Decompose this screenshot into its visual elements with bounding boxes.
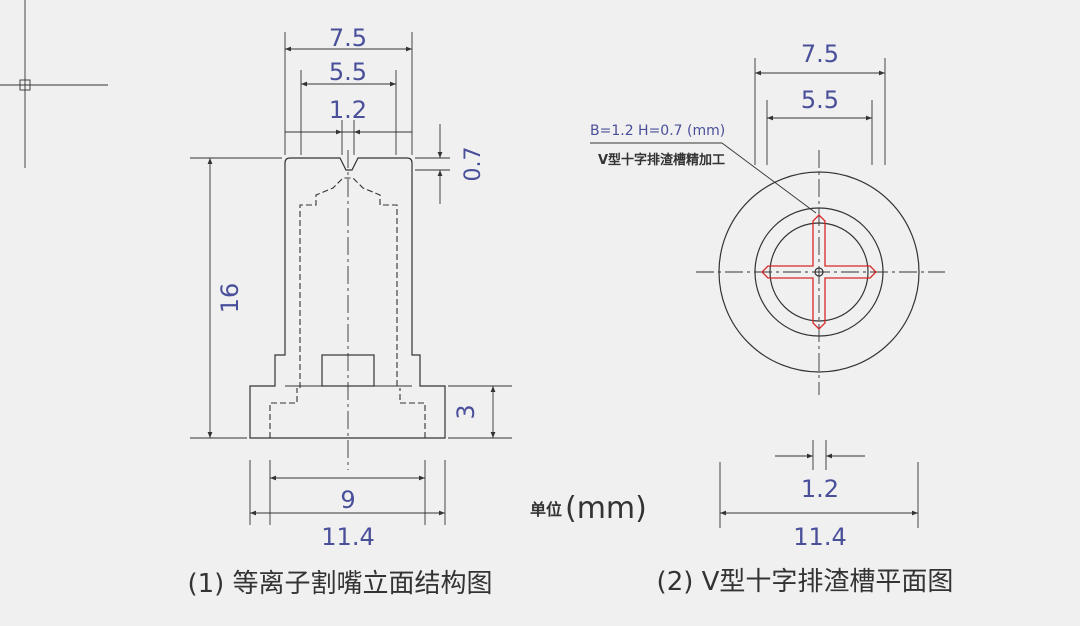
- leader-spec: B=1.2 H=0.7 (mm): [590, 123, 725, 139]
- v-cross-groove: [761, 214, 877, 330]
- plan-dim-slot: 1.2: [801, 475, 839, 503]
- plan-dim-top-outer: 7.5: [801, 40, 839, 68]
- dim-groove-depth: 0.7: [461, 147, 486, 182]
- caption-plan: (2) V型十字排渣槽平面图: [657, 567, 954, 597]
- dim-top-outer: 7.5: [329, 24, 367, 52]
- elevation-view: 7.5 5.5 1.2 0.7 16 3 9: [187, 24, 512, 599]
- plan-view: 7.5 5.5 B=1.2 H=0.7 (mm) V型十字排渣槽精加工 1.2 …: [590, 40, 953, 597]
- leader-note: V型十字排渣槽精加工: [598, 152, 725, 168]
- plan-dim-bottom-outer: 11.4: [793, 523, 846, 551]
- plan-dim-top-inner: 5.5: [801, 86, 839, 114]
- dim-top-inner: 5.5: [329, 58, 367, 86]
- dim-height: 16: [216, 283, 244, 314]
- dim-slot: 1.2: [329, 96, 367, 124]
- dim-bottom-outer: 11.4: [321, 523, 374, 551]
- unit-value: (mm): [565, 491, 647, 526]
- nozzle-outline: [249, 157, 446, 439]
- inner-cavity: [299, 177, 398, 388]
- dim-base-height: 3: [452, 404, 480, 419]
- crosshair-cursor: [0, 0, 108, 168]
- caption-elevation: (1) 等离子割嘴立面结构图: [187, 569, 492, 599]
- unit-label: 单位: [530, 500, 562, 519]
- dim-bottom-inner: 9: [340, 486, 355, 514]
